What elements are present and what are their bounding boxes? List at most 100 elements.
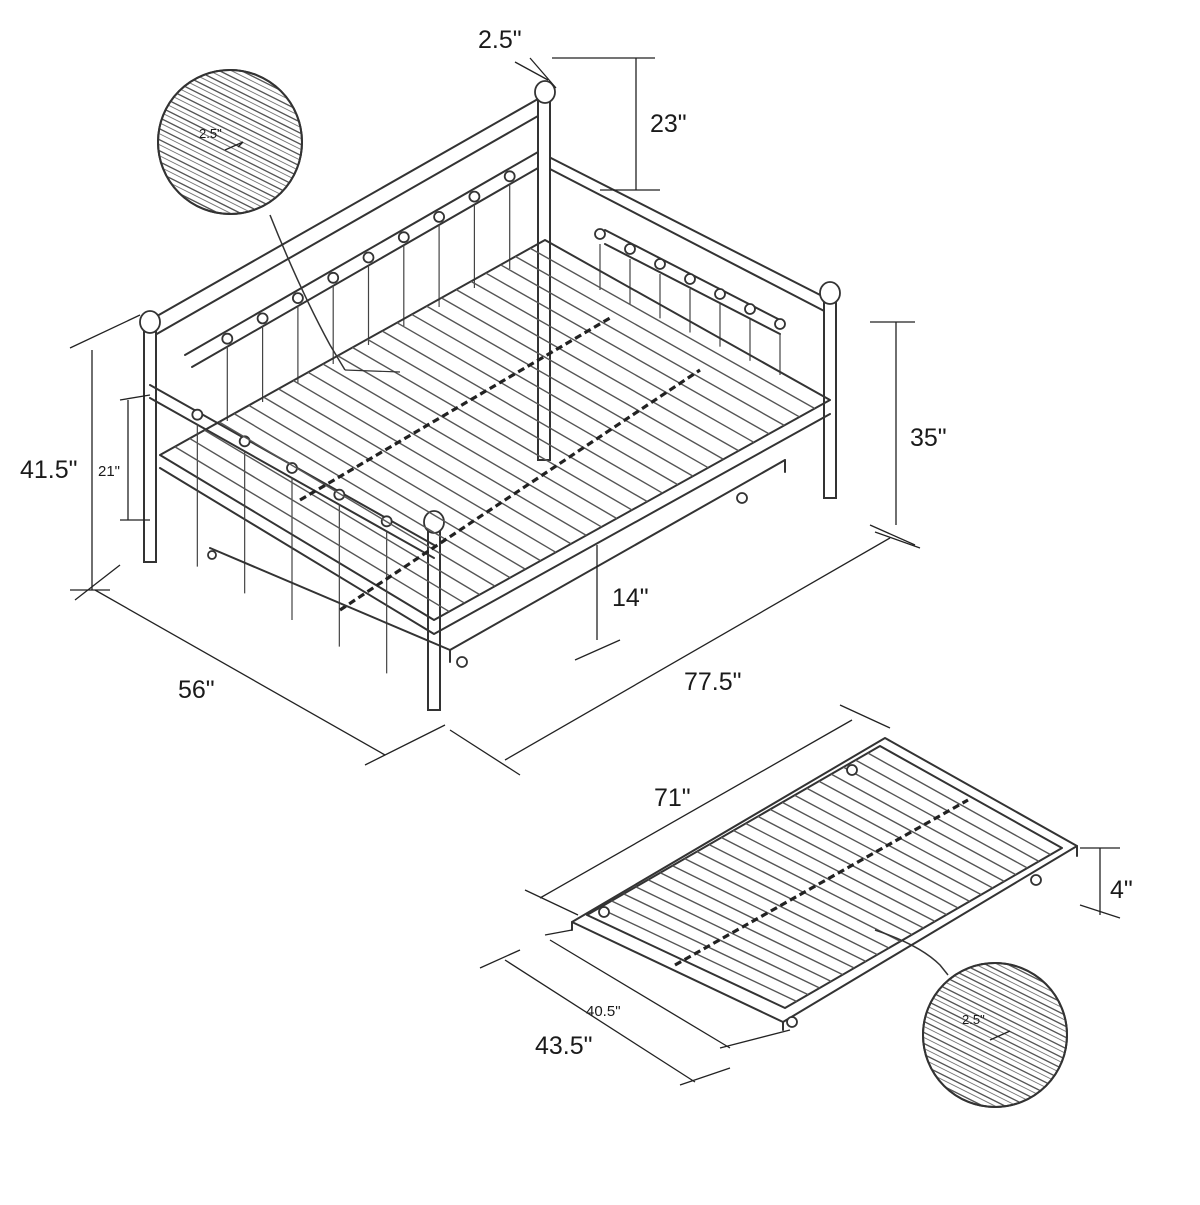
- bed-slat: [381, 330, 663, 494]
- bed-slat: [174, 446, 450, 613]
- mattress-frame: [159, 239, 831, 635]
- trundle-slat: [818, 780, 1005, 882]
- trundle-slat: [769, 808, 959, 909]
- bed-slat: [278, 388, 557, 553]
- caster-icon: [736, 492, 748, 504]
- trundle-center-rail: [674, 798, 969, 967]
- bed-slat: [500, 264, 785, 426]
- detail-leader-tail: [344, 369, 401, 373]
- detail-slat-line: [923, 989, 1067, 1081]
- bed-slat: [529, 247, 816, 410]
- detail-slat-line: [158, 96, 302, 188]
- trundle-inner-width-label: 40.5": [586, 1003, 621, 1020]
- detail-slat-line: [158, 140, 302, 214]
- finials: [139, 80, 841, 534]
- detail-slat-edge: [923, 983, 1067, 1075]
- spindle-ball: [291, 292, 304, 305]
- trundle-slat: [611, 900, 809, 996]
- detail-slat-edge: [923, 963, 1067, 1031]
- daybed-slat-detail: 2.5": [157, 69, 401, 373]
- end-spindles: [594, 228, 786, 375]
- spindle-ball: [221, 332, 234, 345]
- bed-slat: [426, 305, 709, 469]
- spindle-ball: [624, 243, 636, 255]
- spindle-ball: [684, 273, 696, 285]
- trundle-casters: [207, 492, 748, 668]
- caster-icon: [1030, 874, 1042, 886]
- trundle-slat: [635, 886, 832, 982]
- back-right-post: [537, 99, 551, 461]
- daybed-illustration: [139, 80, 841, 711]
- bed-slat: [515, 255, 800, 418]
- trundle-slat: [684, 858, 878, 956]
- caster-icon: [846, 764, 858, 776]
- trundle-slat-detail: 2.5": [874, 929, 1068, 1108]
- bed-slat: [485, 272, 770, 435]
- daybed-end-panel: [544, 154, 831, 335]
- spindle-ball: [744, 303, 756, 315]
- spindle-ball: [327, 271, 340, 284]
- detail-slat-line: [158, 162, 302, 214]
- bed-slat: [337, 355, 618, 520]
- bed-slat: [233, 413, 511, 579]
- trundle-dimension-lines: [479, 704, 1121, 1086]
- detail-leader-line: [874, 929, 949, 976]
- bed-slats: [174, 247, 816, 613]
- detail-slat-edge: [158, 156, 302, 214]
- daybed-dimension-lines: [69, 57, 921, 776]
- detail-slat-edge: [158, 101, 302, 193]
- trundle-slat: [830, 773, 1017, 876]
- end-height-label: 35": [910, 424, 947, 452]
- finial-back-left: [139, 310, 161, 334]
- detail-magnifier-border: [922, 962, 1068, 1108]
- trundle-under-bed: [209, 459, 786, 663]
- detail-slat-line: [923, 1044, 1067, 1107]
- spindle-ball: [654, 258, 666, 270]
- trundle-casters-detached: [598, 764, 1042, 1028]
- finial-dimension-label: 2.5": [478, 26, 522, 54]
- bed-slat: [470, 280, 755, 443]
- trundle-slat: [867, 752, 1051, 856]
- detail-slat-edge: [158, 70, 302, 138]
- trundle-height-label: 4": [1110, 876, 1133, 904]
- bed-slat: [189, 437, 465, 604]
- spindle-ball: [362, 251, 375, 264]
- detail-slat-edge: [158, 145, 302, 214]
- detail-slat-line: [158, 151, 302, 214]
- detail-slat-line: [923, 1055, 1067, 1107]
- back-spindles: [221, 170, 516, 421]
- spindle-ball: [397, 231, 410, 244]
- finial-front-right: [819, 281, 841, 305]
- bed-slat: [411, 313, 694, 477]
- detail-slat-edge: [923, 1049, 1067, 1107]
- trundle-outer-width-label: 43.5": [535, 1032, 593, 1060]
- bed-slat: [204, 429, 481, 596]
- spindle-ball: [433, 210, 446, 223]
- trundle-slat: [720, 836, 913, 936]
- detail-leader-line: [269, 214, 346, 371]
- bed-slat: [248, 404, 526, 570]
- side-rail-height-label: 21": [98, 463, 120, 480]
- bed-slat: [396, 322, 679, 486]
- detail-slat-edge: [158, 70, 302, 127]
- detail-slat-edge: [923, 994, 1067, 1086]
- detail-dimension-marker: [224, 141, 244, 151]
- trundle-slat: [733, 829, 924, 929]
- daybed-back-panel: [149, 94, 546, 368]
- caster-icon: [598, 906, 610, 918]
- bed-slat: [292, 379, 572, 545]
- total-height-label: 41.5": [20, 456, 78, 484]
- back-left-post: [143, 329, 157, 563]
- bed-slat: [218, 421, 496, 587]
- detail-slat-edge: [158, 90, 302, 182]
- caster-icon: [207, 550, 217, 560]
- detail-slat-edge: [923, 963, 1067, 1020]
- detail-slat-line: [158, 70, 302, 133]
- trundle-slat: [598, 907, 797, 1002]
- bed-slat: [440, 297, 724, 460]
- bed-slat: [307, 371, 587, 536]
- trundle-slat: [623, 893, 820, 989]
- spindle-ball: [468, 190, 481, 203]
- trundle-slat: [782, 801, 970, 902]
